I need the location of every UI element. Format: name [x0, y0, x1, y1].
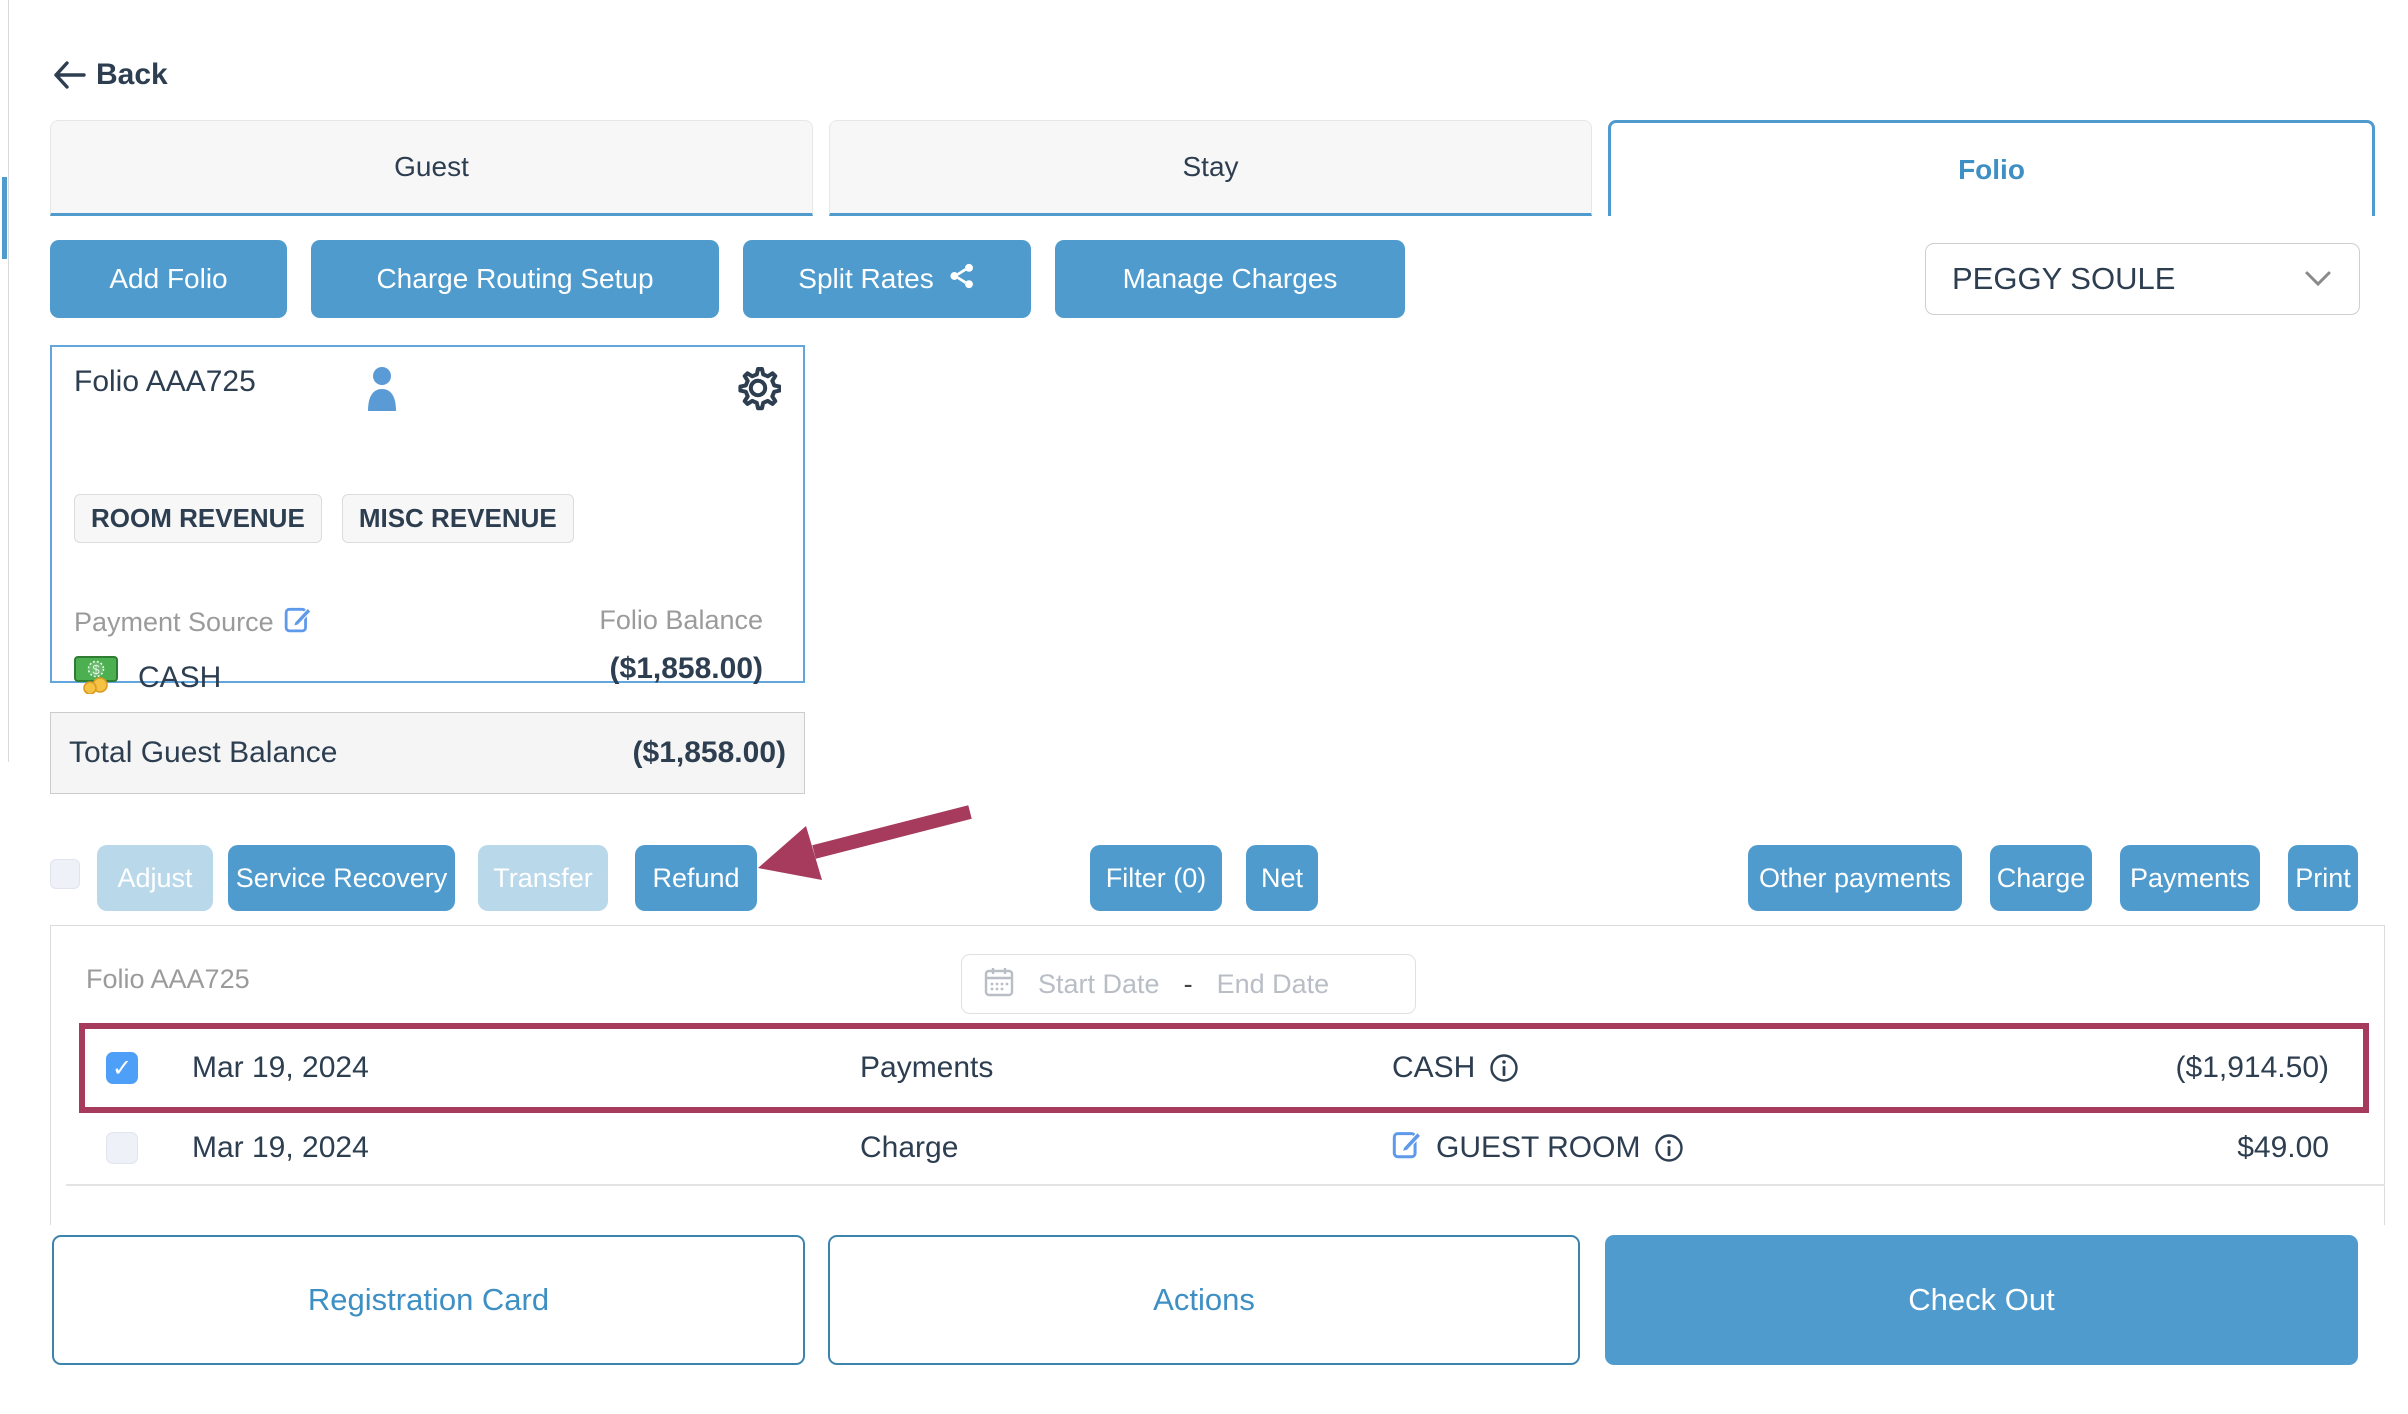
actions-button[interactable]: Actions — [828, 1235, 1580, 1365]
total-guest-balance: Total Guest Balance ($1,858.00) — [50, 712, 805, 794]
net-label: Net — [1260, 862, 1304, 893]
tab-stay-label: Stay — [1182, 151, 1239, 182]
table-row-charge[interactable]: Mar 19, 2024 Charge GUEST ROOM $49.00 — [85, 1113, 2363, 1183]
edit-charge-icon[interactable] — [1392, 1129, 1422, 1167]
tab-folio[interactable]: Folio — [1608, 120, 2375, 216]
row-amount: ($1,914.50) — [2175, 1051, 2329, 1084]
tab-guest[interactable]: Guest — [50, 120, 813, 216]
back-arrow-icon — [52, 60, 86, 90]
transaction-actions-row: Adjust Service Recovery Transfer Refund … — [50, 845, 2385, 911]
cash-icon: $ — [74, 654, 122, 702]
detail-tabs: Guest Stay Folio — [50, 120, 2375, 216]
charge-routing-label: Charge Routing Setup — [376, 263, 654, 294]
transactions-table: Folio AAA725 Start Date - End Date Mar 1… — [50, 925, 2385, 1225]
payment-source-value: CASH — [138, 661, 222, 694]
back-button[interactable]: Back — [52, 58, 168, 92]
total-guest-balance-label: Total Guest Balance — [69, 736, 338, 769]
row-description: CASH — [1392, 1051, 1476, 1084]
charge-label: Charge — [1996, 862, 2086, 893]
calendar-icon — [984, 966, 1014, 1003]
filter-label: Filter (0) — [1105, 862, 1207, 893]
payments-button[interactable]: Payments — [2120, 845, 2260, 911]
table-folio-title: Folio AAA725 — [86, 964, 250, 994]
badge-misc-revenue: MISC REVENUE — [341, 494, 574, 543]
table-row-payment-highlighted[interactable]: Mar 19, 2024 Payments CASH ($1,914.50) — [79, 1023, 2369, 1113]
left-panel-divider — [8, 0, 9, 762]
svg-text:$: $ — [92, 662, 100, 677]
registration-card-button[interactable]: Registration Card — [52, 1235, 805, 1365]
revenue-badges: ROOM REVENUE MISC REVENUE — [74, 494, 781, 543]
total-guest-balance-value: ($1,858.00) — [632, 736, 786, 769]
split-rates-label: Split Rates — [798, 263, 934, 294]
charge-routing-setup-button[interactable]: Charge Routing Setup — [311, 240, 719, 318]
adjust-label: Adjust — [117, 862, 193, 893]
date-separator: - — [1183, 968, 1193, 999]
service-recovery-label: Service Recovery — [235, 862, 448, 893]
edit-payment-source-icon[interactable] — [284, 605, 312, 640]
gear-icon[interactable] — [735, 365, 782, 416]
filter-button[interactable]: Filter (0) — [1090, 845, 1222, 911]
tab-stay[interactable]: Stay — [829, 120, 1592, 216]
check-out-label: Check Out — [1908, 1282, 2055, 1317]
refund-button[interactable]: Refund — [635, 845, 757, 911]
folio-balance-label: Folio Balance — [599, 605, 763, 635]
split-rates-button[interactable]: Split Rates — [743, 240, 1031, 318]
folio-card: Folio AAA725 ROOM REVENUE MISC REVENUE P… — [50, 345, 805, 695]
manage-charges-button[interactable]: Manage Charges — [1055, 240, 1405, 318]
info-icon[interactable] — [1489, 1053, 1519, 1083]
row-amount: $49.00 — [2237, 1131, 2329, 1164]
person-icon[interactable] — [362, 365, 402, 416]
charge-button[interactable]: Charge — [1990, 845, 2092, 911]
transfer-button[interactable]: Transfer — [478, 845, 608, 911]
print-label: Print — [2295, 862, 2351, 893]
guest-selector-dropdown[interactable]: PEGGY SOULE — [1925, 243, 2360, 315]
share-icon — [948, 262, 976, 297]
other-payments-label: Other payments — [1758, 862, 1952, 893]
adjust-button[interactable]: Adjust — [97, 845, 213, 911]
check-out-button[interactable]: Check Out — [1605, 1235, 2358, 1365]
date-range-picker[interactable]: Start Date - End Date — [961, 954, 1416, 1014]
end-date-placeholder[interactable]: End Date — [1216, 968, 1330, 999]
row-date: Mar 19, 2024 — [192, 1131, 369, 1164]
manage-charges-label: Manage Charges — [1122, 263, 1338, 294]
folio-card-title: Folio AAA725 — [74, 365, 256, 398]
folio-balance-value: ($1,858.00) — [609, 652, 763, 685]
row-date: Mar 19, 2024 — [192, 1051, 369, 1084]
net-button[interactable]: Net — [1246, 845, 1318, 911]
row-description: GUEST ROOM — [1436, 1131, 1641, 1164]
print-button[interactable]: Print — [2288, 845, 2358, 911]
row-divider — [66, 1184, 2385, 1186]
start-date-placeholder[interactable]: Start Date — [1038, 968, 1160, 999]
back-label: Back — [96, 58, 168, 91]
tab-folio-label: Folio — [1958, 153, 2025, 185]
chevron-down-icon — [2303, 261, 2333, 297]
footer-actions: Registration Card Actions Check Out — [50, 1235, 2385, 1365]
transfer-label: Transfer — [493, 862, 593, 893]
row-type: Payments — [860, 1051, 994, 1084]
folio-toolbar: Add Folio Charge Routing Setup Split Rat… — [50, 240, 1405, 318]
left-scroll-indicator[interactable] — [2, 177, 7, 259]
other-payments-button[interactable]: Other payments — [1748, 845, 1962, 911]
row-checkbox-checked[interactable] — [106, 1052, 138, 1084]
info-icon[interactable] — [1654, 1133, 1684, 1163]
guest-selector-value: PEGGY SOULE — [1952, 261, 2176, 296]
service-recovery-button[interactable]: Service Recovery — [228, 845, 455, 911]
add-folio-button[interactable]: Add Folio — [50, 240, 287, 318]
select-all-checkbox[interactable] — [50, 859, 80, 889]
badge-room-revenue: ROOM REVENUE — [74, 494, 322, 543]
refund-label: Refund — [652, 862, 740, 893]
add-folio-label: Add Folio — [109, 263, 228, 294]
row-checkbox[interactable] — [106, 1132, 138, 1164]
row-type: Charge — [860, 1131, 959, 1164]
tab-guest-label: Guest — [394, 151, 469, 182]
registration-card-label: Registration Card — [307, 1282, 550, 1317]
payment-source-label: Payment Source — [74, 607, 274, 637]
payments-label: Payments — [2129, 862, 2251, 893]
actions-label: Actions — [1153, 1282, 1255, 1317]
